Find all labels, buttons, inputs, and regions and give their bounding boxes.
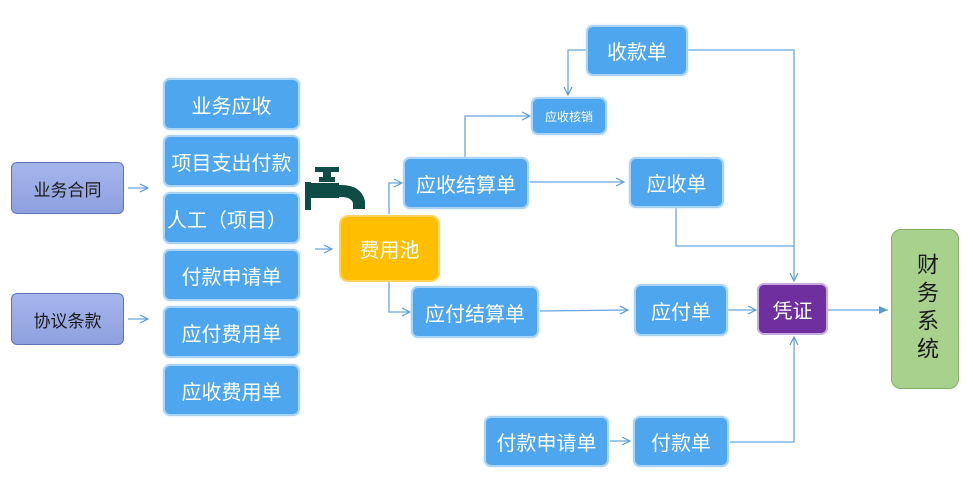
payable-settlement-label: 应付结算单 [425, 301, 525, 326]
edge-pool-receivable-settlement [388, 183, 402, 214]
input-payable-fee[interactable]: 应付费用单 [163, 306, 300, 358]
source-contract[interactable]: 业务合同 [11, 162, 124, 214]
input-project-payment[interactable]: 项目支出付款 [163, 135, 300, 187]
finance-system[interactable]: 财务系统 [891, 229, 959, 389]
input-labor-label: 人工（项目） [167, 207, 287, 232]
payment-request[interactable]: 付款申请单 [484, 416, 609, 467]
source-contract-label: 业务合同 [33, 180, 102, 201]
faucet-icon [305, 167, 365, 210]
edge-payment-voucher [730, 337, 794, 443]
edge-payable-settlement-payable [539, 310, 628, 311]
finance-system-label: 财务系统 [913, 253, 938, 365]
receivable-settlement[interactable]: 应收结算单 [403, 157, 529, 209]
receivable-label: 应收单 [646, 172, 707, 196]
payable-settlement[interactable]: 应付结算单 [411, 286, 539, 338]
payable-label: 应付单 [651, 299, 711, 324]
source-agreement[interactable]: 协议条款 [11, 293, 124, 345]
payment-request-label: 付款申请单 [496, 431, 597, 455]
input-biz-receivable-label: 业务应收 [191, 93, 272, 118]
payable[interactable]: 应付单 [634, 284, 728, 336]
input-biz-receivable[interactable]: 业务应收 [163, 78, 300, 130]
voucher[interactable]: 凭证 [757, 283, 828, 335]
input-receivable-fee[interactable]: 应收费用单 [163, 364, 300, 416]
input-receivable-fee-label: 应收费用单 [181, 379, 282, 404]
input-payment-request[interactable]: 付款申请单 [163, 249, 300, 301]
receivable[interactable]: 应收单 [629, 157, 724, 208]
receivable-writeoff-label: 应收核销 [544, 109, 593, 124]
expense-pool[interactable]: 费用池 [339, 215, 440, 282]
receipt[interactable]: 收款单 [586, 25, 688, 76]
edge-receivable-settlement-writeoff [464, 116, 530, 157]
payment-label: 付款单 [651, 431, 711, 455]
edge-receipt-voucher [688, 49, 794, 281]
voucher-label: 凭证 [772, 298, 813, 323]
source-agreement-label: 协议条款 [33, 311, 102, 332]
edge-pool-payable-settlement [388, 282, 410, 312]
receivable-writeoff[interactable]: 应收核销 [531, 97, 607, 135]
input-labor[interactable]: 人工（项目） [163, 192, 300, 244]
input-payment-request-label: 付款申请单 [181, 264, 282, 289]
input-project-payment-label: 项目支出付款 [171, 150, 292, 175]
receivable-settlement-label: 应收结算单 [416, 172, 516, 197]
receipt-label: 收款单 [607, 40, 667, 64]
edge-receivable-voucher [675, 208, 794, 247]
payment[interactable]: 付款单 [633, 416, 729, 467]
input-payable-fee-label: 应付费用单 [181, 321, 282, 346]
expense-pool-label: 费用池 [359, 238, 420, 262]
edge-receipt-writeoff [568, 49, 586, 95]
